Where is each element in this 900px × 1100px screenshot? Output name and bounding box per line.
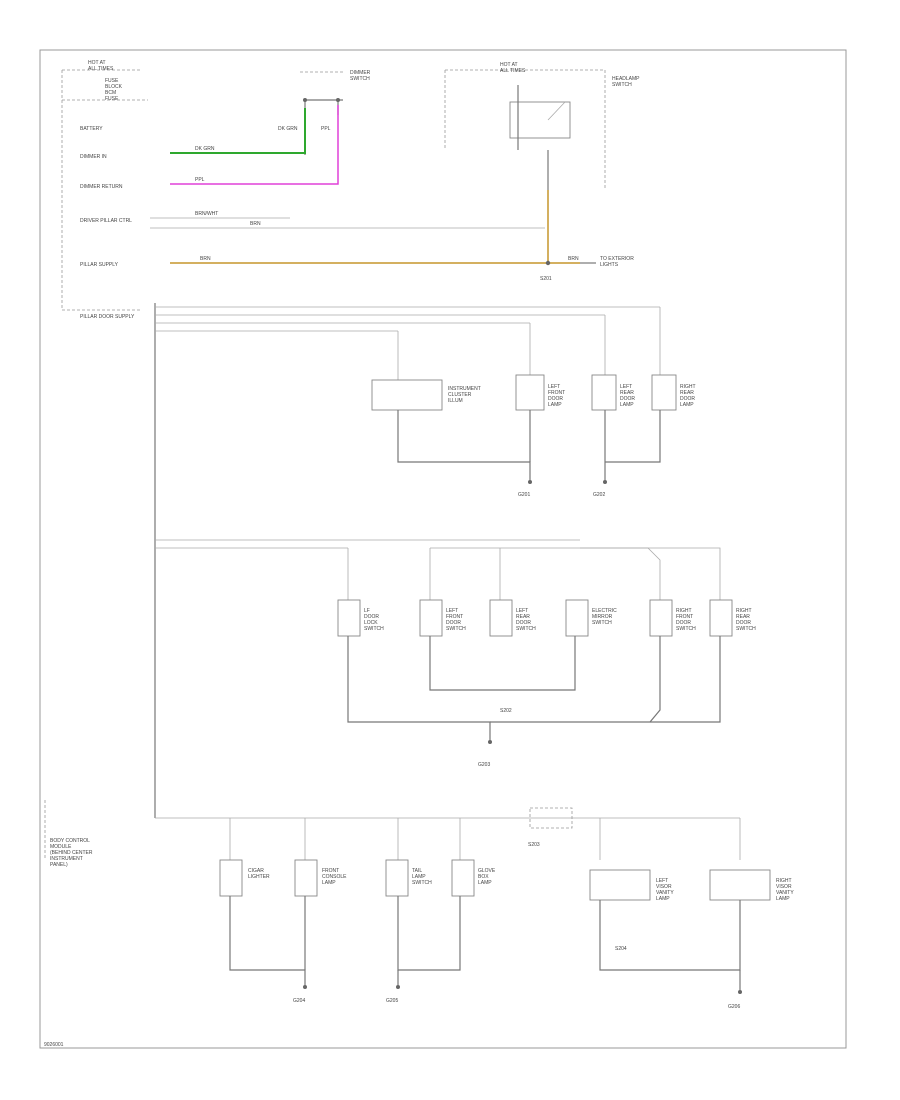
pink-wire-label-1: PPL (195, 177, 205, 183)
tan-wire-label-2: BRN (568, 256, 579, 262)
ground-g205: G205 (386, 998, 398, 1004)
pink-wire-label-2: PPL (321, 126, 331, 132)
ground-g201: G201 (518, 492, 530, 498)
bcm-pin-pillar-supply: PILLAR SUPPLY (80, 262, 119, 268)
bot-group-feeds: S203 (155, 807, 741, 860)
diagram-code: 9026001 (44, 1042, 64, 1048)
ground-g203: G203 (478, 762, 490, 768)
diagram-frame (39, 49, 847, 1049)
ground-g202: G202 (593, 492, 605, 498)
splice-s202: S202 (500, 708, 512, 714)
splice-s204: S204 (615, 946, 627, 952)
bcm-pin-battery: BATTERY (80, 126, 103, 132)
ground-g206: G206 (728, 1004, 740, 1010)
mid-group-feeds (155, 539, 721, 600)
splice-s203: S203 (528, 842, 540, 848)
splice-s201: S201 (540, 276, 552, 282)
bcm-pin-pillar-door: PILLAR DOOR SUPPLY (80, 314, 135, 320)
bcm-pin-dimmer-return: DIMMER RETURN (80, 184, 123, 190)
green-wire-label-1: DK GRN (195, 146, 215, 152)
dimmer-in-wire: DK GRN DK GRN (170, 108, 306, 154)
green-wire-label-2: DK GRN (278, 126, 298, 132)
dimmer-return-wire: PPL PPL (170, 105, 339, 185)
driver-pillar-wire: BRN/WHT BRN (150, 211, 545, 229)
top-group-feeds (155, 306, 661, 380)
bcm-pin-dimmer-in: DIMMER IN (80, 154, 107, 160)
brown-wire-label-1: BRN/WHT (195, 211, 218, 217)
brown-wire-label-2: BRN (250, 221, 261, 227)
tan-wire-label-1: BRN (200, 256, 211, 262)
bcm-pin-driver-pillar: DRIVER PILLAR CTRL (80, 218, 132, 224)
ground-g204: G204 (293, 998, 305, 1004)
